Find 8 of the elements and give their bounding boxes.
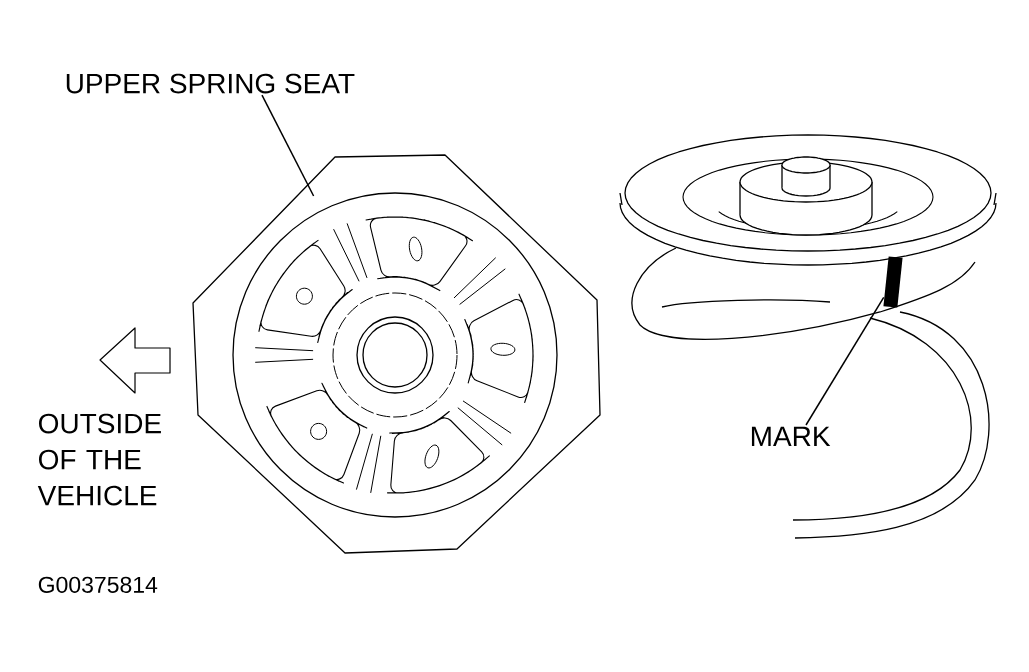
mark-stripe bbox=[883, 256, 903, 308]
part-label: UPPER SPRING SEAT bbox=[66, 73, 355, 94]
leader-line bbox=[805, 296, 885, 426]
leader-line bbox=[261, 94, 315, 197]
direction-label: OUTSIDE OF THE VEHICLE bbox=[37, 413, 161, 506]
spring-seat-drawing bbox=[192, 154, 601, 554]
part-label: MARK bbox=[751, 426, 831, 446]
figure-number: G00375814 bbox=[38, 576, 158, 593]
